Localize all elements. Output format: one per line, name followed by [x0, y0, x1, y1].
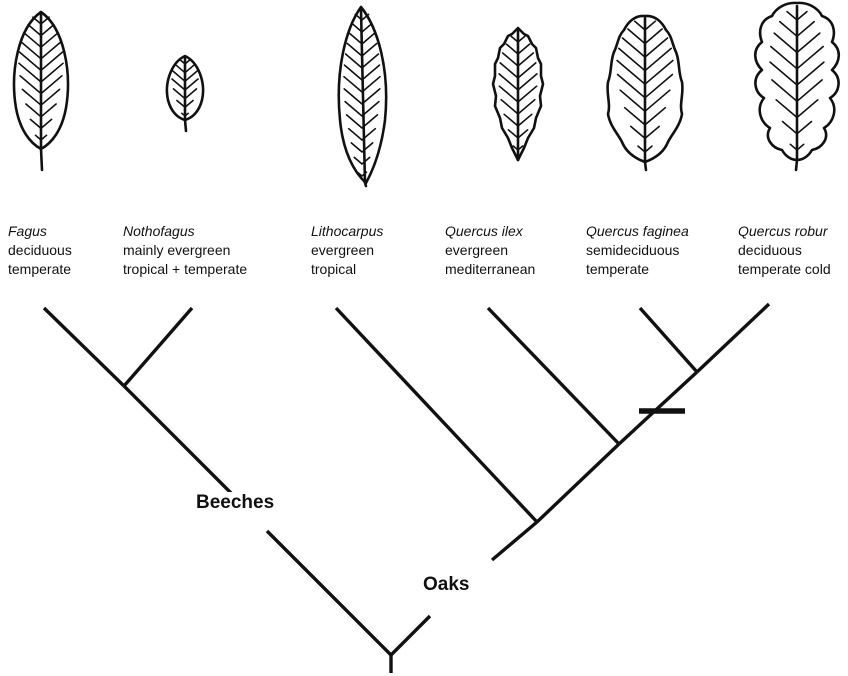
- taxon-climate: temperate: [8, 260, 72, 279]
- beeches-stem-branch: [267, 531, 391, 655]
- quercus-faginea-branch: [640, 308, 697, 372]
- clade-label-oaks: Oaks: [420, 574, 472, 596]
- taxon-label-lithocarpus: Lithocarpus evergreen tropical: [311, 222, 383, 279]
- oaks-inner-branch: [537, 444, 619, 522]
- taxon-habit: evergreen: [445, 241, 535, 260]
- taxon-habit: deciduous: [738, 241, 831, 260]
- taxon-habit: evergreen: [311, 241, 383, 260]
- taxon-climate: tropical + temperate: [123, 260, 247, 279]
- toothed-leaf-icon: [493, 28, 543, 160]
- nothofagus-branch: [124, 308, 192, 386]
- beeches-stem-branch: [124, 386, 242, 504]
- small-beech-leaf-icon: [167, 56, 203, 131]
- taxon-name: Quercus robur: [738, 222, 831, 241]
- taxon-climate: tropical: [311, 260, 383, 279]
- taxon-habit: semideciduous: [586, 241, 689, 260]
- taxon-label-fagus: Fagus deciduous temperate: [8, 222, 72, 279]
- lobed-oak-leaf-icon: [755, 3, 839, 170]
- taxon-name: Quercus faginea: [586, 222, 689, 241]
- fagus-branch: [44, 308, 124, 386]
- oaks-stem-branch: [391, 616, 430, 655]
- quercus-ilex-branch: [488, 308, 619, 444]
- lanceolate-leaf-icon: [339, 7, 386, 186]
- lithocarpus-branch: [336, 308, 537, 522]
- taxon-label-quercus-faginea: Quercus faginea semideciduous temperate: [586, 222, 689, 279]
- taxon-habit: mainly evergreen: [123, 241, 247, 260]
- taxon-habit: deciduous: [8, 241, 72, 260]
- taxon-label-quercus-ilex: Quercus ilex evergreen mediterranean: [445, 222, 535, 279]
- taxon-name: Fagus: [8, 222, 72, 241]
- wavy-leaf-icon: [608, 16, 683, 170]
- quercus-robur-branch: [697, 304, 769, 372]
- taxon-name: Quercus ilex: [445, 222, 535, 241]
- taxon-climate: mediterranean: [445, 260, 535, 279]
- beech-leaf-icon: [14, 12, 68, 170]
- quercus-inner-branch: [619, 372, 697, 444]
- taxon-name: Nothofagus: [123, 222, 247, 241]
- taxon-climate: temperate: [586, 260, 689, 279]
- taxon-label-nothofagus: Nothofagus mainly evergreen tropical + t…: [123, 222, 247, 279]
- oaks-stem-branch: [492, 522, 537, 560]
- clade-label-beeches: Beeches: [193, 492, 277, 514]
- taxon-label-quercus-robur: Quercus robur deciduous temperate cold: [738, 222, 831, 279]
- taxon-name: Lithocarpus: [311, 222, 383, 241]
- taxon-climate: temperate cold: [738, 260, 831, 279]
